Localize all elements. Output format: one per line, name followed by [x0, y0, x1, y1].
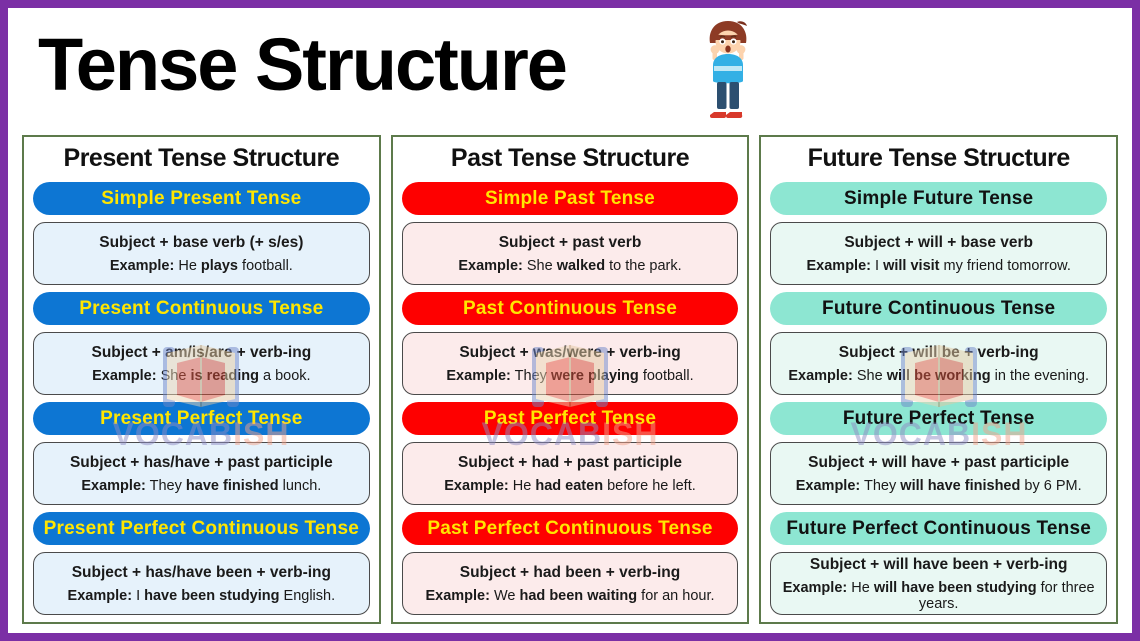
tense-pill-past-continuous: Past Continuous Tense: [401, 292, 739, 325]
tense-pill-label: Simple Past Tense: [485, 187, 655, 209]
present-tense-column: Present Tense Structure Simple Present T…: [22, 135, 381, 624]
example-line: Example: They will have finished by 6 PM…: [795, 477, 1082, 494]
tense-pill-present-perfect-continuous: Present Perfect Continuous Tense: [33, 512, 370, 545]
future-tense-column: Future Tense Structure Simple Future Ten…: [759, 135, 1119, 624]
tense-pill-label: Simple Future Tense: [844, 187, 1034, 209]
example-line: Example: He had eaten before he left.: [444, 477, 696, 494]
example-line: Example: She walked to the park.: [458, 257, 682, 274]
tense-pill-label: Future Continuous Tense: [822, 297, 1056, 319]
tense-pill-future-perfect: Future Perfect Tense: [770, 402, 1108, 435]
tense-pill-label: Past Perfect Continuous Tense: [427, 517, 713, 539]
title-row: Tense Structure: [38, 23, 568, 106]
tense-box-simple-past: Subject + past verb Example: She walked …: [401, 222, 739, 285]
tense-columns: Present Tense Structure Simple Present T…: [22, 135, 1119, 624]
structure-line: Subject + past verb: [498, 233, 642, 251]
tense-pill-past-perfect: Past Perfect Tense: [401, 402, 739, 435]
tense-pill-label: Present Perfect Tense: [100, 407, 303, 429]
example-line: Example: I have been studying English.: [67, 587, 336, 604]
structure-line: Subject + am/is/are + verb-ing: [91, 343, 312, 361]
past-tense-column: Past Tense Structure Simple Past Tense S…: [390, 135, 750, 624]
surprised-boy-illustration: [709, 21, 747, 119]
tense-pill-simple-present: Simple Present Tense: [33, 182, 370, 215]
tense-pill-label: Future Perfect Continuous Tense: [786, 517, 1091, 539]
example-line: Example: They were playing football.: [446, 367, 694, 384]
tense-box-past-perfect: Subject + had + past participle Example:…: [401, 442, 739, 505]
tense-pill-label: Simple Present Tense: [101, 187, 302, 209]
tense-box-simple-future: Subject + will + base verb Example: I wi…: [770, 222, 1108, 285]
structure-line: Subject + had + past participle: [458, 453, 682, 471]
tense-box-future-continuous: Subject + will be + verb-ing Example: Sh…: [770, 332, 1108, 395]
present-column-header: Present Tense Structure: [63, 144, 340, 172]
past-column-header: Past Tense Structure: [450, 144, 690, 172]
structure-line: Subject + was/were + verb-ing: [459, 343, 681, 361]
structure-line: Subject + will have + past participle: [808, 453, 1070, 471]
tense-pill-future-perfect-continuous: Future Perfect Continuous Tense: [770, 512, 1108, 545]
example-line: Example: He will have been studying for …: [782, 579, 1095, 612]
structure-line: Subject + will have been + verb-ing: [809, 555, 1068, 573]
tense-box-future-perfect: Subject + will have + past participle Ex…: [770, 442, 1108, 505]
example-line: Example: She is reading a book.: [92, 367, 311, 384]
page-title: Tense Structure: [38, 23, 568, 106]
tense-pill-future-continuous: Future Continuous Tense: [770, 292, 1108, 325]
structure-line: Subject + had been + verb-ing: [459, 563, 681, 581]
tense-pill-label: Present Perfect Continuous Tense: [43, 517, 360, 539]
structure-line: Subject + base verb (+ s/es): [99, 233, 304, 251]
example-line: Example: She will be working in the even…: [788, 367, 1089, 384]
example-line: Example: They have finished lunch.: [81, 477, 322, 494]
tense-pill-label: Future Perfect Tense: [842, 407, 1035, 429]
tense-pill-simple-future: Simple Future Tense: [770, 182, 1108, 215]
tense-pill-present-perfect: Present Perfect Tense: [33, 402, 370, 435]
example-line: Example: I will visit my friend tomorrow…: [806, 257, 1071, 274]
tense-pill-label: Past Perfect Tense: [483, 407, 657, 429]
future-column-header: Future Tense Structure: [807, 144, 1071, 172]
tense-pill-simple-past: Simple Past Tense: [401, 182, 739, 215]
tense-box-present-perfect-continuous: Subject + has/have been + verb-ing Examp…: [33, 552, 370, 615]
structure-line: Subject + will + base verb: [844, 233, 1034, 251]
tense-box-present-continuous: Subject + am/is/are + verb-ing Example: …: [33, 332, 370, 395]
structure-line: Subject + has/have been + verb-ing: [71, 563, 331, 581]
structure-line: Subject + has/have + past participle: [69, 453, 333, 471]
tense-pill-label: Present Continuous Tense: [79, 297, 324, 319]
example-line: Example: We had been waiting for an hour…: [425, 587, 715, 604]
tense-pill-present-continuous: Present Continuous Tense: [33, 292, 370, 325]
tense-pill-label: Past Continuous Tense: [463, 297, 677, 319]
tense-box-past-perfect-continuous: Subject + had been + verb-ing Example: W…: [401, 552, 739, 615]
example-line: Example: He plays football.: [109, 257, 293, 274]
tense-box-past-continuous: Subject + was/were + verb-ing Example: T…: [401, 332, 739, 395]
structure-line: Subject + will be + verb-ing: [838, 343, 1039, 361]
tense-box-future-perfect-continuous: Subject + will have been + verb-ing Exam…: [770, 552, 1108, 615]
tense-box-simple-present: Subject + base verb (+ s/es) Example: He…: [33, 222, 370, 285]
tense-pill-past-perfect-continuous: Past Perfect Continuous Tense: [401, 512, 739, 545]
tense-box-present-perfect: Subject + has/have + past participle Exa…: [33, 442, 370, 505]
